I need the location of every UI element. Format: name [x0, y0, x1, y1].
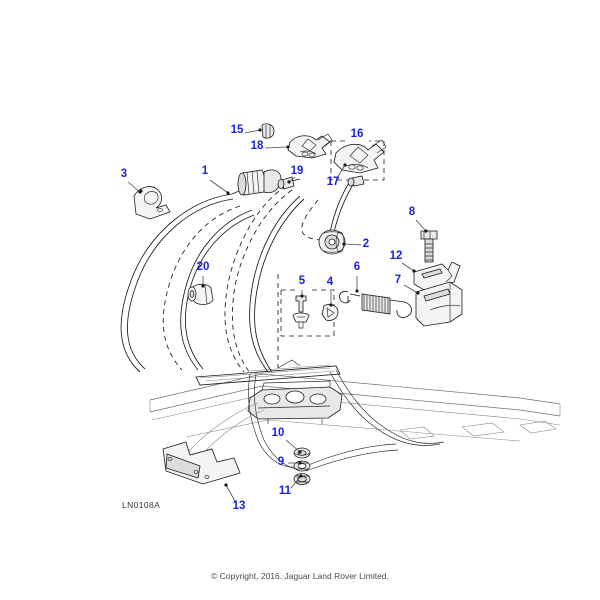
leader-dot-11 [299, 474, 303, 478]
callout-11: 11 [279, 485, 292, 497]
leader-dot-8 [424, 229, 428, 233]
callout-12: 12 [390, 250, 403, 262]
part-18-handle [287, 133, 333, 159]
part-1-cable-boot [231, 169, 282, 196]
leader-dot-2 [342, 242, 346, 246]
part-11-nut [293, 473, 311, 485]
callout-15: 15 [231, 124, 244, 136]
leader-dot-4 [329, 303, 333, 307]
part-17-lever [333, 139, 387, 174]
callout-20: 20 [197, 261, 210, 273]
leader-line-12 [401, 262, 415, 272]
callout-9: 9 [278, 456, 284, 468]
part-8-bolt [420, 230, 438, 263]
part-5-screw-washer [292, 295, 310, 329]
diagram-id-label: LN0108A [122, 500, 160, 510]
leader-line-3 [127, 181, 141, 193]
callout-3: 3 [121, 168, 127, 180]
bonnet-latch-platform [247, 380, 343, 424]
callout-19: 19 [291, 165, 304, 177]
callout-13: 13 [233, 500, 246, 512]
callout-10: 10 [272, 427, 285, 439]
part-20-grommet [187, 283, 214, 305]
lower-cable-runs [185, 369, 445, 472]
leader-dot-13 [224, 483, 228, 487]
part-6-spring [339, 291, 412, 319]
leader-dot-6 [355, 289, 359, 293]
part-7-lower-bracket [415, 281, 463, 327]
part-3-bracket [133, 186, 171, 220]
callout-17: 17 [327, 176, 340, 188]
leader-dot-9 [298, 461, 302, 465]
leader-line-2 [343, 243, 362, 246]
part-13-safety-bracket [162, 441, 241, 485]
part-9-plain-washer [293, 460, 311, 472]
callout-16: 16 [351, 128, 364, 140]
leader-line-15 [244, 129, 261, 134]
leader-line-11 [290, 475, 302, 489]
part-15-buffer [261, 123, 275, 139]
leader-dot-19 [287, 180, 291, 184]
leader-line-18 [264, 146, 289, 149]
callout-1: 1 [202, 165, 209, 177]
part-10-spring-washer [293, 447, 311, 459]
part-16-group-box [330, 140, 385, 181]
callout-7: 7 [395, 274, 401, 286]
spring-coils [361, 293, 391, 315]
leader-dot-17 [343, 163, 347, 167]
leader-dot-20 [201, 284, 205, 288]
callout-4: 4 [327, 276, 334, 288]
callout-6: 6 [354, 261, 360, 273]
leader-line-10 [285, 439, 301, 453]
part-17-cable-rod [347, 175, 365, 187]
leader-dot-15 [258, 128, 262, 132]
callout-18: 18 [251, 140, 264, 152]
leader-line-13 [225, 484, 237, 504]
leader-dot-10 [298, 450, 302, 454]
leader-dot-12 [412, 269, 416, 273]
callout-5: 5 [299, 275, 306, 287]
leader-dot-5 [300, 294, 304, 298]
part-2-pulley [318, 229, 346, 255]
leader-line-8 [415, 219, 427, 232]
leader-line-7 [403, 284, 419, 294]
leader-line-17 [335, 164, 346, 181]
copyright-notice: © Copyright, 2016. Jaguar Land Rover Lim… [211, 571, 389, 581]
callout-leaders [127, 128, 428, 504]
leader-dot-1 [226, 191, 230, 195]
leader-dot-18 [286, 145, 290, 149]
callout-2: 2 [363, 238, 369, 250]
leader-line-1 [209, 179, 229, 194]
leader-dot-7 [416, 291, 420, 295]
part-5-4-detail-box [277, 274, 335, 369]
part-4-clip [321, 304, 339, 321]
callout-8: 8 [409, 206, 416, 218]
leader-dot-3 [138, 190, 142, 194]
vehicle-body-panel [149, 364, 561, 442]
